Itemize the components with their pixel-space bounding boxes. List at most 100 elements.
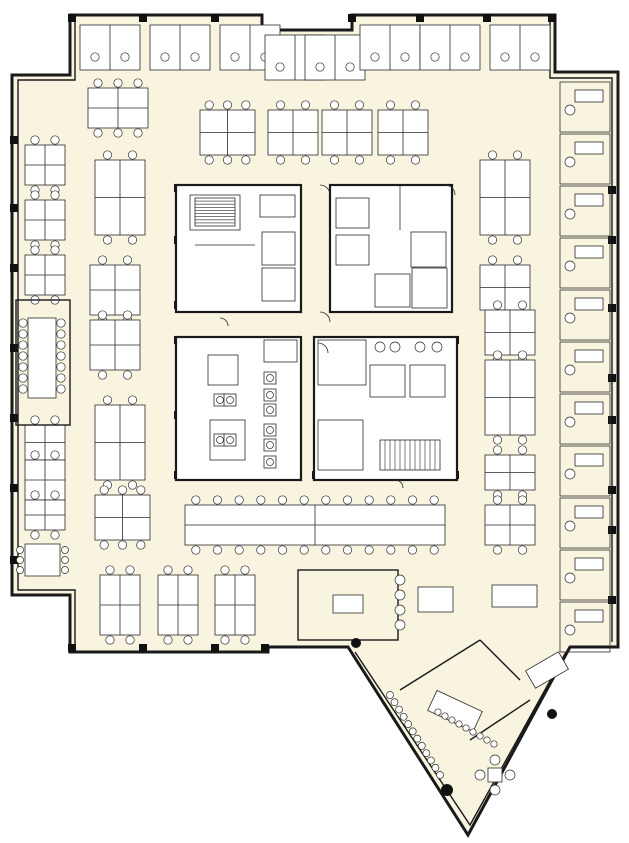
chair — [299, 495, 309, 505]
chair — [30, 245, 40, 255]
chair — [448, 716, 456, 724]
chair — [204, 155, 214, 165]
workstation-pod — [24, 245, 66, 305]
chair — [342, 495, 353, 505]
conference-room-southwest — [16, 543, 69, 577]
chair — [487, 255, 498, 265]
chair — [191, 545, 201, 555]
doors — [219, 184, 456, 489]
chair — [93, 128, 103, 138]
column — [608, 304, 616, 312]
chair — [487, 235, 498, 245]
chair — [30, 530, 40, 540]
chair — [30, 190, 40, 200]
chair — [125, 635, 135, 645]
chair — [275, 155, 286, 165]
chair — [476, 732, 484, 740]
workstation-pod — [484, 495, 536, 555]
chair — [564, 468, 576, 480]
chair — [234, 495, 244, 505]
chair — [56, 362, 66, 372]
chair — [30, 450, 40, 460]
chair — [500, 52, 510, 62]
chair — [113, 78, 123, 88]
column — [348, 14, 356, 22]
chair — [413, 734, 422, 743]
chair — [492, 350, 503, 360]
chair — [160, 52, 170, 62]
cubicle — [79, 24, 141, 71]
column — [10, 204, 18, 212]
chair — [564, 364, 576, 376]
chair — [90, 52, 100, 62]
column — [211, 14, 219, 22]
chair — [394, 574, 406, 586]
chair — [455, 720, 463, 728]
private-office — [559, 497, 611, 549]
chair — [441, 712, 449, 720]
chair — [564, 624, 576, 636]
chair — [256, 545, 266, 555]
workstation-pod — [87, 78, 149, 138]
chair — [99, 540, 109, 550]
chair — [321, 495, 331, 505]
chair — [394, 589, 406, 601]
chair — [50, 490, 60, 500]
column — [608, 236, 616, 244]
chair — [399, 712, 408, 721]
workstation-pod — [214, 565, 256, 645]
chair — [18, 362, 28, 372]
chair — [427, 756, 435, 765]
conference-room-west — [15, 299, 71, 426]
chair — [564, 520, 576, 532]
cubicle — [304, 34, 366, 81]
chair — [300, 155, 311, 165]
chair — [474, 769, 486, 781]
private-office — [559, 341, 611, 393]
column — [68, 644, 76, 652]
workstation-pod — [24, 490, 66, 540]
private-office — [559, 81, 611, 133]
chair — [504, 769, 516, 781]
chair — [517, 445, 528, 455]
chair — [354, 100, 365, 110]
chair — [385, 155, 396, 165]
chair — [133, 78, 143, 88]
column — [139, 14, 147, 22]
chair — [56, 351, 66, 361]
chair — [97, 255, 108, 265]
column — [10, 556, 18, 564]
chair — [133, 128, 143, 138]
curtain-wall — [17, 20, 76, 647]
chair — [487, 150, 498, 160]
workstation-pod — [89, 310, 141, 380]
chair — [394, 604, 406, 616]
cubicle — [489, 24, 551, 71]
private-office — [559, 185, 611, 237]
chair — [61, 566, 69, 574]
column — [10, 414, 18, 422]
workstation-pod — [184, 495, 446, 555]
boardroom — [351, 638, 570, 796]
chair — [93, 78, 103, 88]
chair — [407, 495, 418, 505]
chair — [190, 52, 200, 62]
chair — [183, 565, 193, 575]
chair — [220, 635, 230, 645]
workstation-pod — [89, 255, 141, 325]
column — [483, 14, 491, 22]
chair — [564, 416, 576, 428]
chair — [410, 100, 421, 110]
chair — [50, 135, 60, 145]
column — [261, 644, 269, 652]
chair — [460, 52, 470, 62]
chair — [300, 100, 311, 110]
stair-south — [379, 439, 441, 471]
chair — [105, 635, 115, 645]
chair — [30, 490, 40, 500]
chair — [113, 128, 123, 138]
cubicle — [419, 24, 481, 71]
chair — [18, 329, 28, 339]
chair — [429, 545, 439, 555]
chair — [483, 736, 491, 744]
